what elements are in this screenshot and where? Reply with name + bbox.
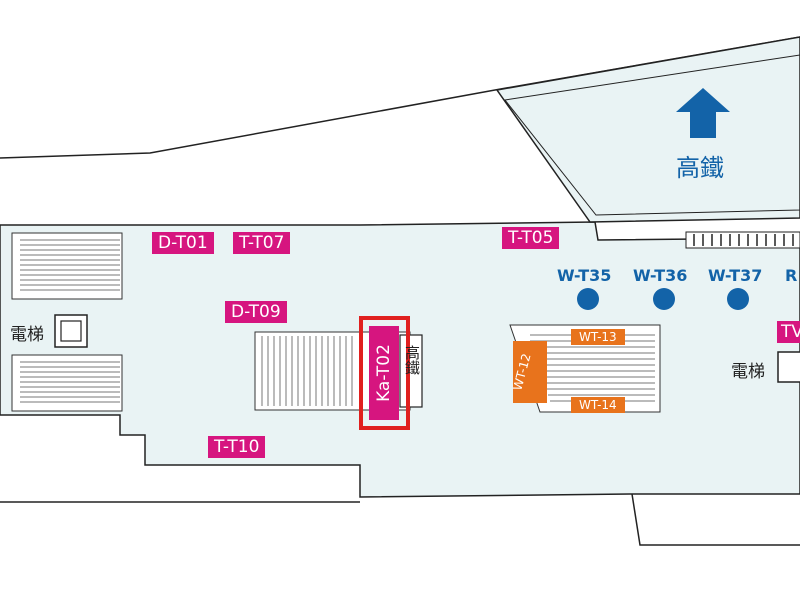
gate-label-wt-12: WT-12 <box>510 341 547 403</box>
fare-gate-row <box>685 231 800 249</box>
gate-label-t-t07: T-T07 <box>233 232 291 254</box>
gate-label-w-t35: W-T35 <box>557 266 612 285</box>
elevator-left-inner <box>60 320 82 342</box>
stairs-left-upper <box>11 232 123 300</box>
gate-marker-w-t37 <box>727 288 749 310</box>
highlight-frame <box>359 316 410 430</box>
gate-label-t-t10: T-T10 <box>208 436 266 458</box>
gate-marker-w-t36 <box>653 288 675 310</box>
gate-label-d-t01: D-T01 <box>152 232 214 254</box>
gate-label-tv: TV <box>777 321 800 343</box>
elevator-left-label: 電梯 <box>10 325 44 345</box>
lower-right-boundary <box>631 493 800 546</box>
gate-label-t-t05: T-T05 <box>502 227 560 249</box>
gate-marker-w-t35 <box>577 288 599 310</box>
gate-label-ka-t02-text: Ka-T02 <box>374 344 394 402</box>
gate-label-w-t37: W-T37 <box>708 266 763 285</box>
gate-label-w-t36: W-T36 <box>633 266 688 285</box>
gate-label-ka-t02: Ka-T02 <box>369 326 399 420</box>
gate-label-r-partial: R <box>785 266 798 285</box>
hsr-destination-label: 高鐵 <box>676 154 724 182</box>
gate-label-d-t09: D-T09 <box>225 301 287 323</box>
stairs-right <box>509 324 661 413</box>
elevator-left-box <box>54 314 88 348</box>
hsr-area <box>495 36 800 223</box>
elevator-right-label: 電梯 <box>731 362 765 382</box>
hsr-sign-vertical: 高鐵 <box>403 345 421 375</box>
hsr-inner-line <box>504 54 800 216</box>
gate-label-wt-12-text: WT-12 <box>510 351 534 393</box>
elevator-right-box <box>777 351 800 383</box>
gate-label-wt-14: WT-14 <box>571 397 625 413</box>
up-arrow-icon <box>676 88 730 138</box>
gate-label-wt-13: WT-13 <box>571 329 625 345</box>
stairs-left-lower <box>11 354 123 412</box>
